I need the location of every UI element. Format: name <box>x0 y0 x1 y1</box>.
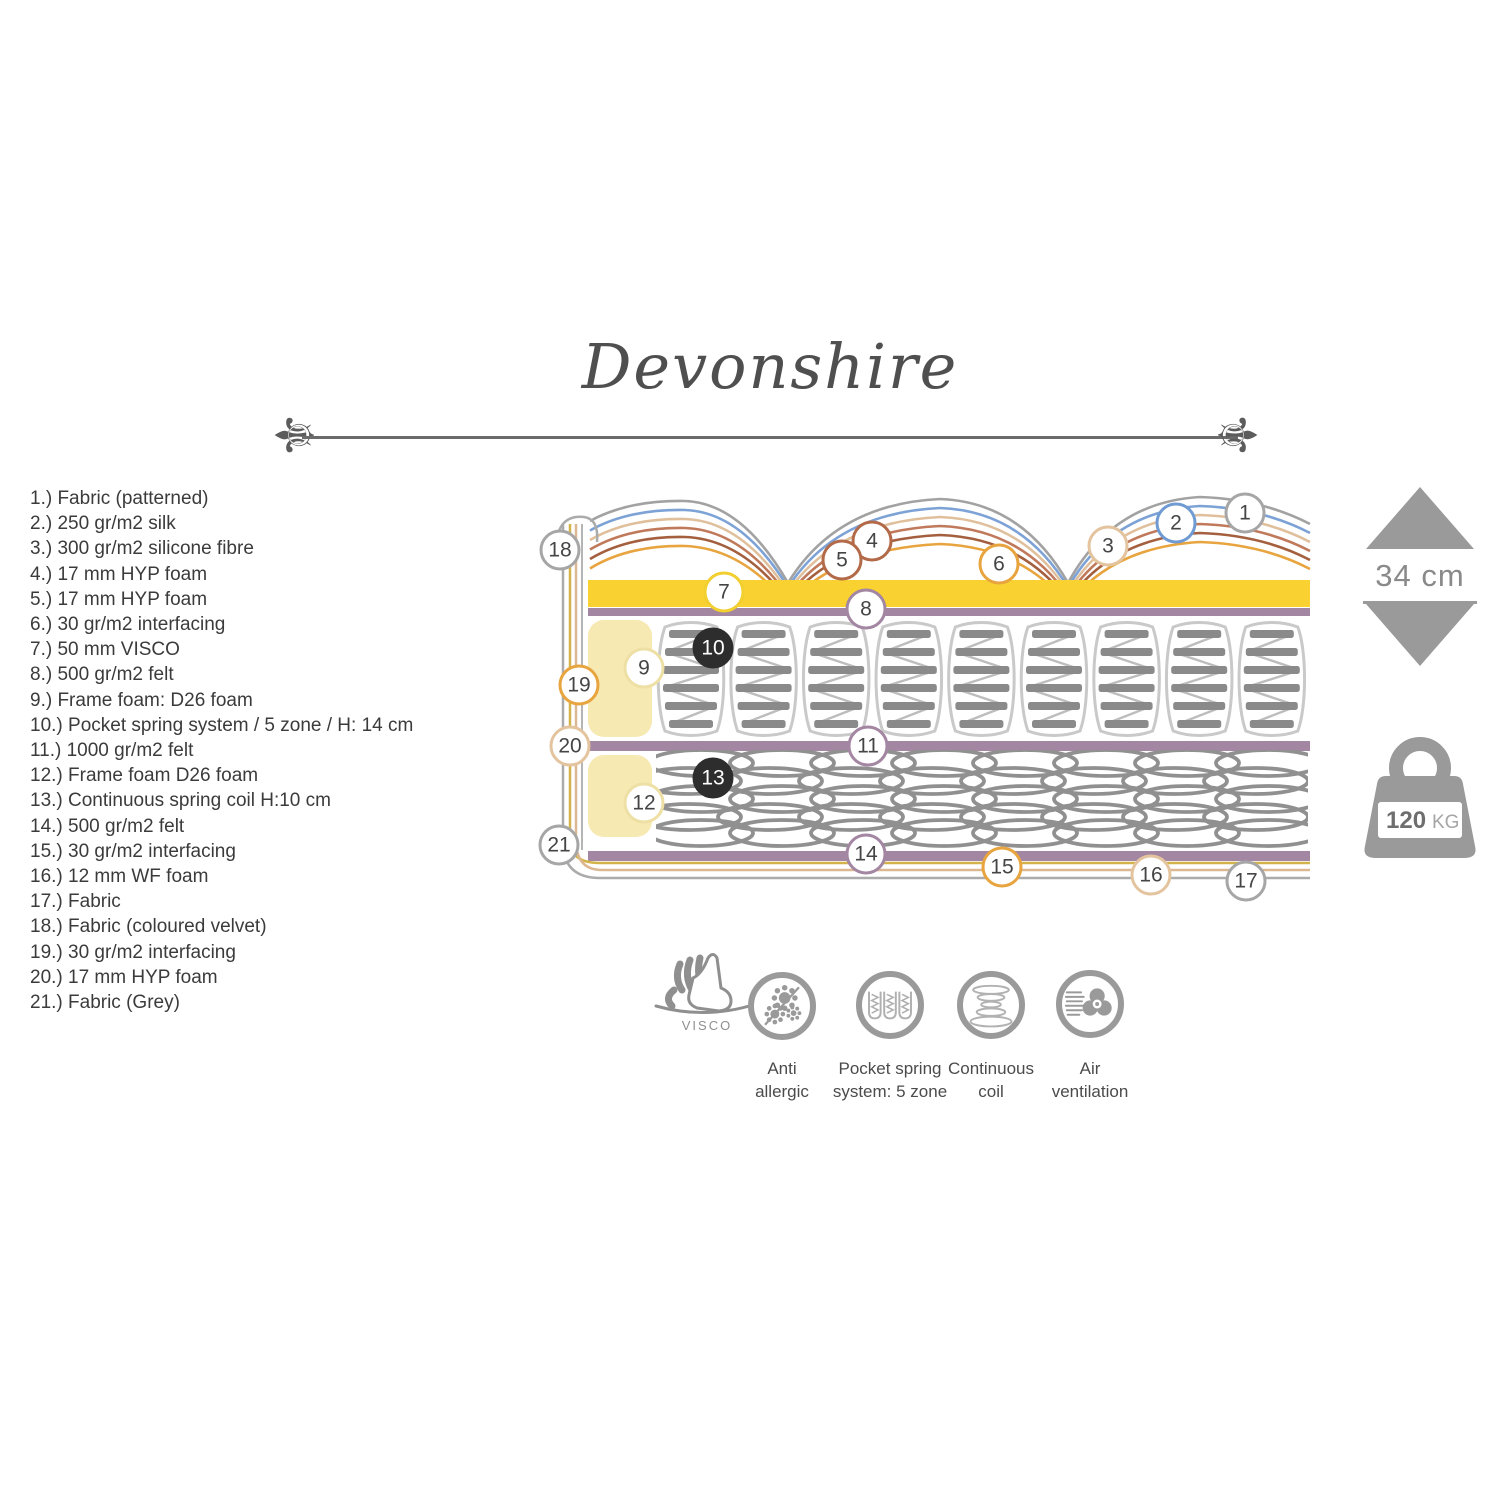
coil-column <box>1040 750 1160 848</box>
arrow-down-icon <box>1366 604 1474 666</box>
frame-foam-block-bottom <box>588 755 652 837</box>
coil-column <box>656 750 755 848</box>
pocket-spring <box>1019 621 1089 737</box>
material-item-3: 3.) 300 gr/m2 silicone fibre <box>30 538 254 560</box>
material-item-1: 1.) Fabric (patterned) <box>30 488 209 509</box>
weight-value: 120 <box>1386 807 1426 834</box>
pocket-spring <box>874 621 943 737</box>
material-item-15: 15.) 30 gr/m2 interfacing <box>30 840 236 862</box>
material-item-8: 8.) 500 gr/m2 felt <box>30 664 174 686</box>
height-badge: 34 cm <box>1363 487 1477 666</box>
material-item-19: 19.) 30 gr/m2 interfacing <box>30 941 236 963</box>
material-item-10: 10.) Pocket spring system / 5 zone / H: … <box>30 714 414 736</box>
feature-line: coil <box>978 1081 1004 1101</box>
height-bar <box>1363 601 1477 604</box>
pocket-spring <box>1165 621 1234 737</box>
felt-band-bottom <box>588 851 1310 861</box>
material-item-18: 18.) Fabric (coloured velvet) <box>30 916 267 938</box>
feature-label-pocket-spring: Pocket spring system: 5 zone <box>810 1058 970 1104</box>
continuous-coil-icon <box>957 971 1025 1039</box>
feature-line: Continuous <box>947 1059 1034 1078</box>
anti-allergic-icon <box>748 972 816 1040</box>
pocket-spring <box>1092 621 1161 737</box>
material-item-5: 5.) 17 mm HYP foam <box>30 588 208 610</box>
material-item-13: 13.) Continuous spring coil H:10 cm <box>30 790 331 812</box>
quilt-line-4 <box>589 522 1311 599</box>
coil-column <box>716 750 836 848</box>
frame-foam-block-top <box>588 620 652 737</box>
coil-column <box>959 750 1079 848</box>
visco-hand-icon <box>654 953 758 1015</box>
pocket-spring <box>947 621 1016 737</box>
material-item-7: 7.) 50 mm VISCO <box>30 639 180 661</box>
quilt-line-3 <box>589 513 1311 595</box>
arrow-up-icon <box>1366 487 1474 549</box>
continuous-coil-row <box>656 750 1308 848</box>
material-item-4: 4.) 17 mm HYP foam <box>30 563 208 585</box>
pocket-spring <box>656 621 726 737</box>
material-item-6: 6.) 30 gr/m2 interfacing <box>30 614 226 636</box>
visco-layer-band <box>588 580 1310 607</box>
air-ventilation-icon <box>1056 970 1124 1038</box>
quilt-line-1 <box>589 495 1311 586</box>
pocket-spring <box>802 621 871 737</box>
feature-label-anti-allergic: Anti allergic <box>702 1058 862 1104</box>
feature-line: ventilation <box>1051 1081 1129 1101</box>
feature-label-continuous-coil: Continuous coil <box>911 1058 1071 1104</box>
material-item-16: 16.) 12 mm WF foam <box>30 866 209 888</box>
felt-band-top <box>588 608 1310 616</box>
feature-line: Air <box>1079 1059 1101 1078</box>
coil-column <box>878 750 998 848</box>
pocket-spring <box>1237 621 1306 737</box>
felt-band-middle <box>588 741 1310 751</box>
feature-label-air-ventilation: Air ventilation <box>1010 1058 1170 1104</box>
material-item-20: 20.) 17 mm HYP foam <box>30 966 218 988</box>
material-item-2: 2.) 250 gr/m2 silk <box>30 513 176 535</box>
feature-line: system: 5 zone <box>832 1081 948 1101</box>
coil-column <box>1202 750 1308 848</box>
feature-line: Anti <box>767 1059 797 1078</box>
weight-unit: KG <box>1432 812 1459 833</box>
materials-list: 1.) Fabric (patterned) 2.) 250 gr/m2 silk… <box>30 486 413 1015</box>
coil-column <box>1121 750 1241 848</box>
material-item-14: 14.) 500 gr/m2 felt <box>30 815 185 837</box>
material-item-21: 21.) Fabric (Grey) <box>30 992 180 1014</box>
pocket-spring <box>729 621 798 737</box>
visco-label: VISCO <box>681 1018 733 1033</box>
material-item-11: 11.) 1000 gr/m2 felt <box>30 740 194 762</box>
coil-column <box>797 750 917 848</box>
ornamental-divider <box>302 436 1238 439</box>
material-item-12: 12.) Frame foam D26 foam <box>30 765 259 787</box>
pocket-spring-row <box>656 621 1306 737</box>
page-title: Devonshire <box>581 330 959 403</box>
material-item-9: 9.) Frame foam: D26 foam <box>30 689 253 711</box>
feature-line: allergic <box>755 1081 809 1101</box>
feature-line: Pocket spring <box>838 1059 942 1078</box>
max-weight-icon: 120 KG <box>1364 737 1476 858</box>
height-value: 34 cm <box>1375 558 1465 593</box>
pocket-spring-icon <box>856 971 924 1039</box>
material-item-17: 17.) Fabric <box>30 891 121 913</box>
